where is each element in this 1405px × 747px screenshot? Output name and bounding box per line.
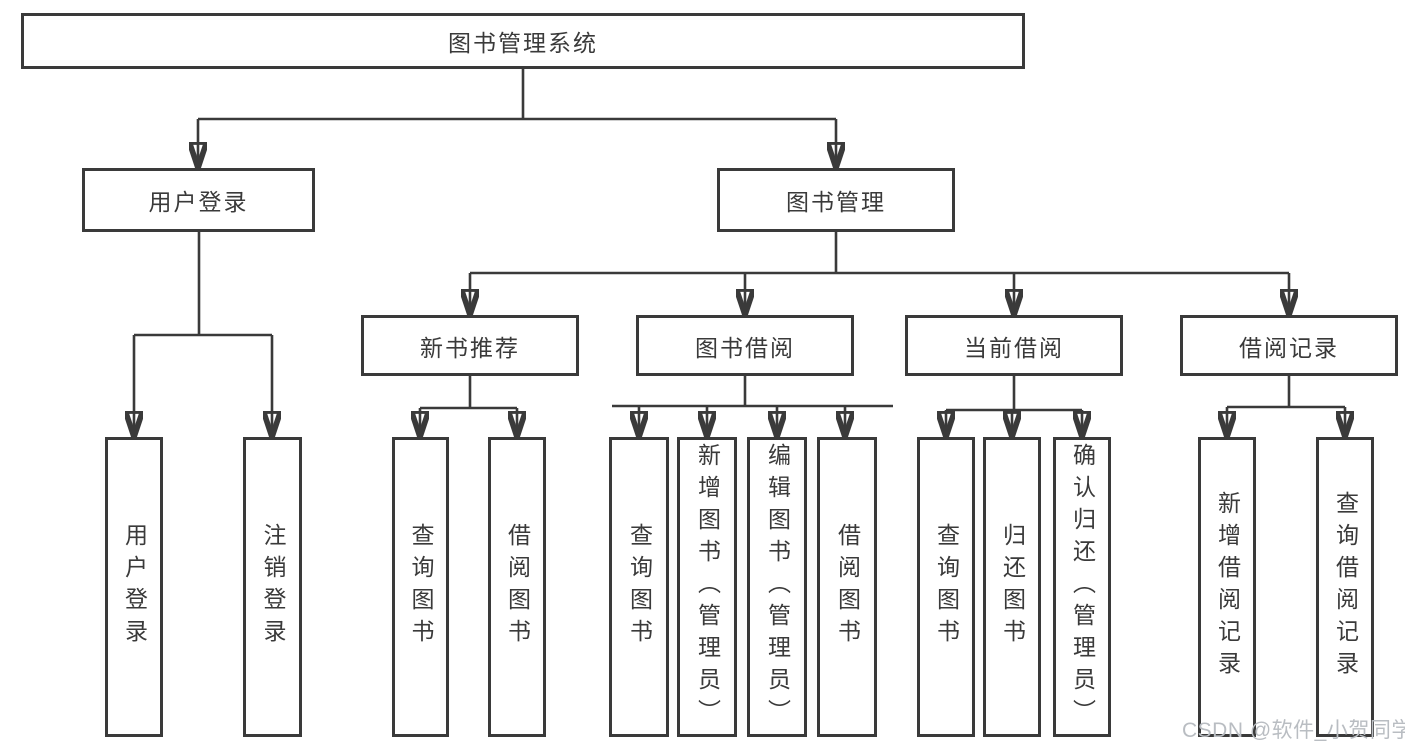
leaf-user-login: 用户登录 [105, 437, 163, 737]
node-label: 图书管理 [786, 189, 886, 215]
node-library-system: 图书管理系统 [21, 13, 1025, 69]
leaf-edit-books-admin: 编辑图书（管理员） [747, 437, 807, 737]
watermark: CSDN @软件_小贺同学 [1182, 719, 1405, 742]
node-label: 用户登录 [148, 189, 249, 215]
node-current-borrow: 当前借阅 [905, 315, 1123, 376]
leaf-label: 借阅图书 [834, 523, 861, 651]
node-book-borrow: 图书借阅 [636, 315, 854, 376]
node-label: 图书借阅 [695, 334, 795, 361]
node-new-book-recommend: 新书推荐 [361, 315, 579, 376]
leaf-confirm-return-admin: 确认归还（管理员） [1053, 437, 1111, 737]
node-label: 新书推荐 [420, 334, 520, 361]
leaf-logout-login: 注销登录 [243, 437, 302, 737]
leaf-label: 用户登录 [121, 523, 148, 651]
leaf-borrow-books: 借阅图书 [817, 437, 877, 737]
leaf-label: 编辑图书（管理员） [764, 443, 791, 731]
leaf-query-borrow-record: 查询借阅记录 [1316, 437, 1374, 737]
leaf-label: 注销登录 [260, 523, 286, 651]
leaf-add-borrow-record: 新增借阅记录 [1198, 437, 1256, 737]
node-borrow-records: 借阅记录 [1180, 315, 1398, 376]
leaf-label: 新增图书（管理员） [694, 443, 721, 731]
leaf-label: 归还图书 [999, 523, 1026, 651]
node-label: 借阅记录 [1239, 334, 1339, 361]
leaf-label: 查询借阅记录 [1332, 491, 1359, 683]
node-label: 图书管理系统 [448, 30, 598, 56]
leaf-label: 借阅图书 [504, 523, 531, 651]
leaf-query-books-current: 查询图书 [917, 437, 975, 737]
node-label: 当前借阅 [964, 334, 1064, 361]
leaf-label: 查询图书 [933, 523, 960, 651]
leaf-query-books-recommend: 查询图书 [392, 437, 449, 737]
leaf-add-books-admin: 新增图书（管理员） [677, 437, 737, 737]
leaf-query-books-borrow: 查询图书 [609, 437, 669, 737]
node-user-login: 用户登录 [82, 168, 315, 232]
leaf-label: 查询图书 [408, 523, 434, 651]
node-book-management: 图书管理 [717, 168, 955, 232]
leaf-label: 查询图书 [626, 523, 653, 651]
leaf-label: 确认归还（管理员） [1069, 443, 1096, 731]
leaf-return-books: 归还图书 [983, 437, 1041, 737]
leaf-borrow-books-recommend: 借阅图书 [488, 437, 546, 737]
leaf-label: 新增借阅记录 [1214, 491, 1241, 683]
